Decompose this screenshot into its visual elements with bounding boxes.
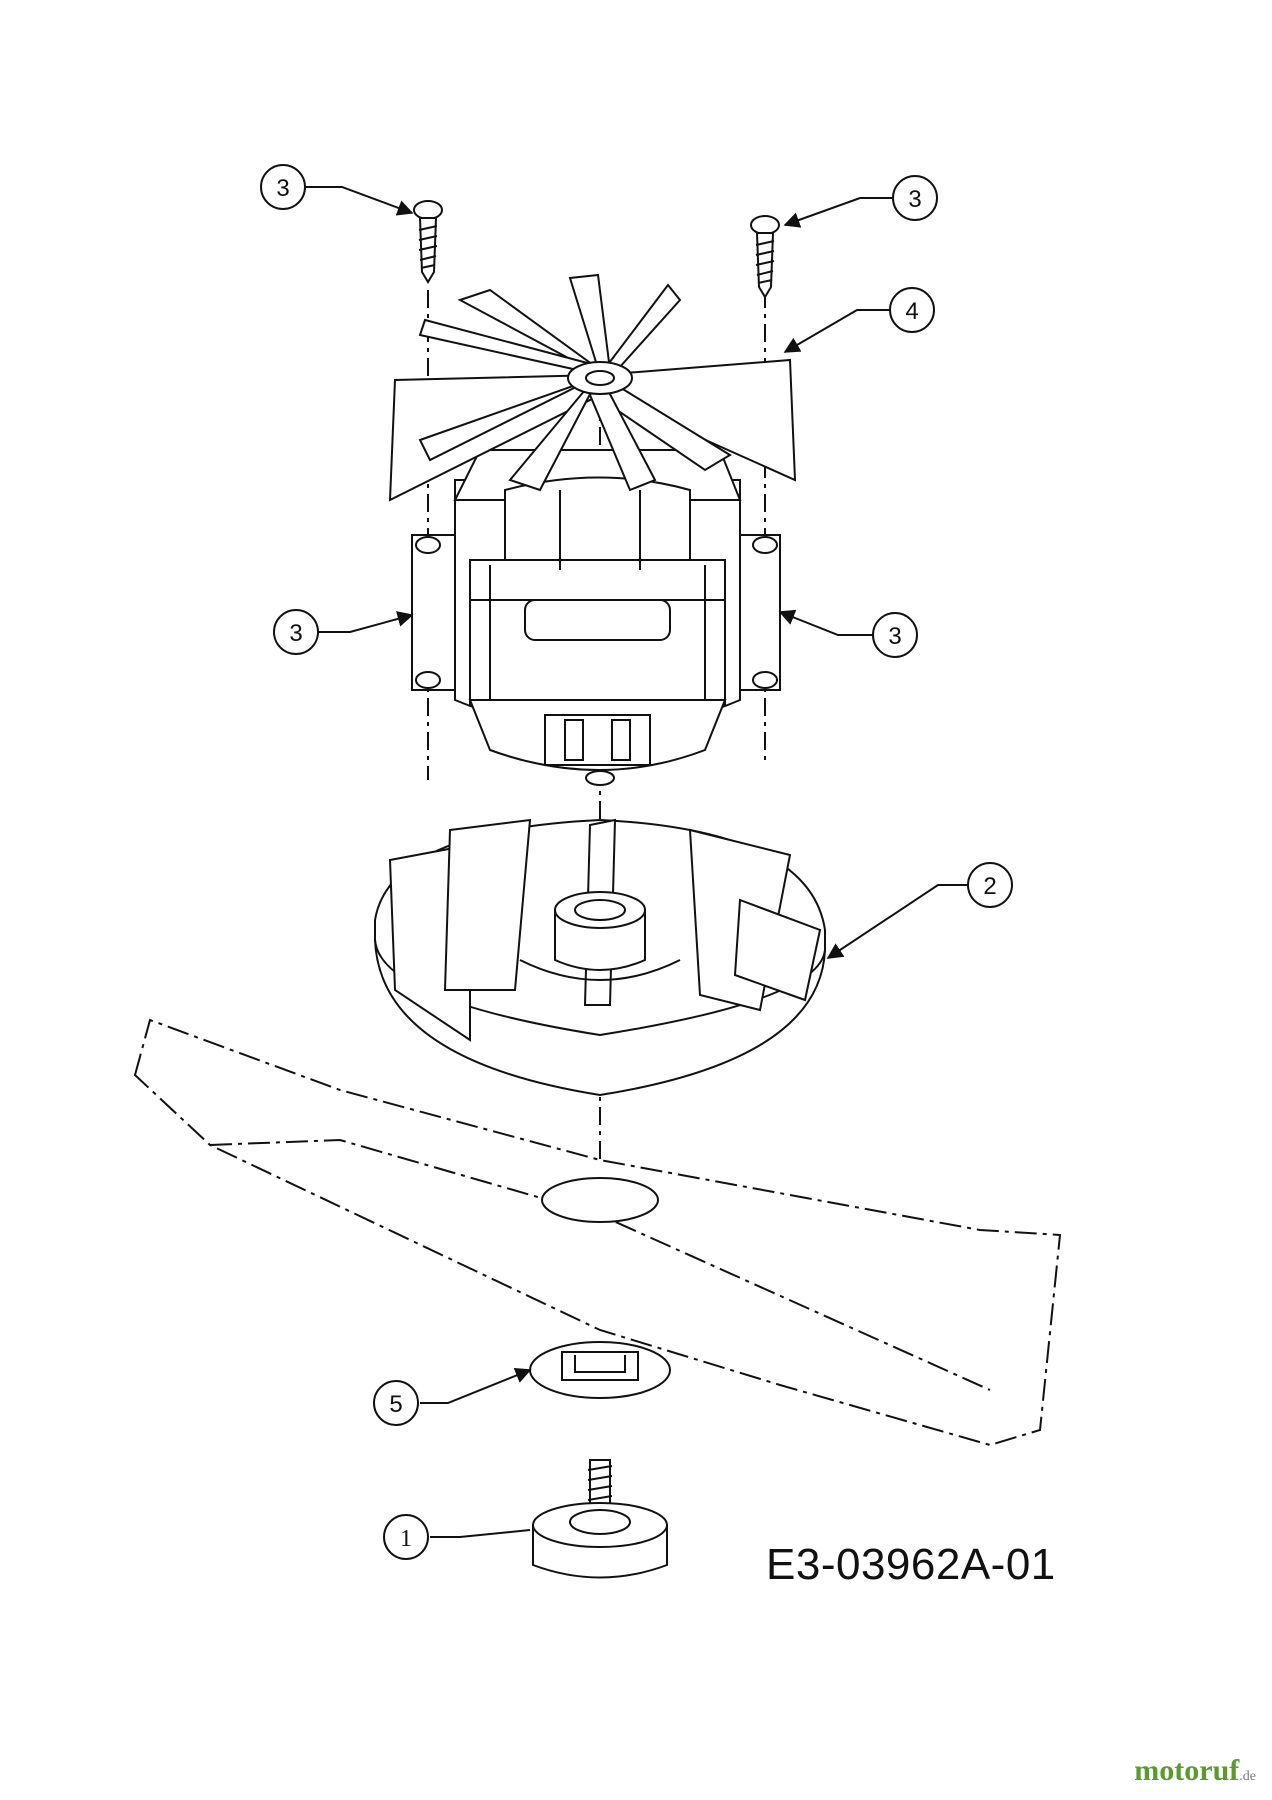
- blade-adapter: [529, 1341, 671, 1399]
- callout-3-mid-right: 3: [872, 612, 918, 658]
- svg-text:5: 5: [389, 1391, 402, 1418]
- callout-3-top-right: 3: [892, 175, 938, 221]
- svg-text:3: 3: [289, 620, 302, 647]
- watermark-main: motoruf: [1134, 1754, 1240, 1787]
- watermark-tld: .de: [1239, 1769, 1256, 1784]
- cooling-fan: [374, 818, 826, 1097]
- leader-lines: [305, 186, 968, 1538]
- callout-1: 1: [383, 1514, 429, 1560]
- svg-text:3: 3: [276, 175, 289, 202]
- callout-2: 2: [967, 862, 1013, 908]
- svg-text:1: 1: [400, 1526, 412, 1552]
- svg-text:2: 2: [983, 873, 996, 900]
- svg-text:3: 3: [908, 186, 921, 213]
- svg-text:3: 3: [888, 623, 901, 650]
- callout-5: 5: [373, 1380, 419, 1426]
- blade-bolt: [532, 1459, 668, 1579]
- svg-text:4: 4: [905, 298, 918, 325]
- mower-blade: [133, 1018, 1062, 1447]
- callout-3-mid-left: 3: [273, 609, 319, 655]
- watermark-logo: motoruf.de: [1134, 1754, 1256, 1788]
- screw-top-left: [413, 200, 443, 284]
- screw-top-right: [750, 215, 780, 299]
- callout-4: 4: [889, 287, 935, 333]
- callout-3-top-left: 3: [260, 164, 306, 210]
- motor-fan: [388, 273, 797, 502]
- motor-assembly: [411, 449, 781, 786]
- drawing-code: E3-03962A-01: [766, 1540, 1056, 1589]
